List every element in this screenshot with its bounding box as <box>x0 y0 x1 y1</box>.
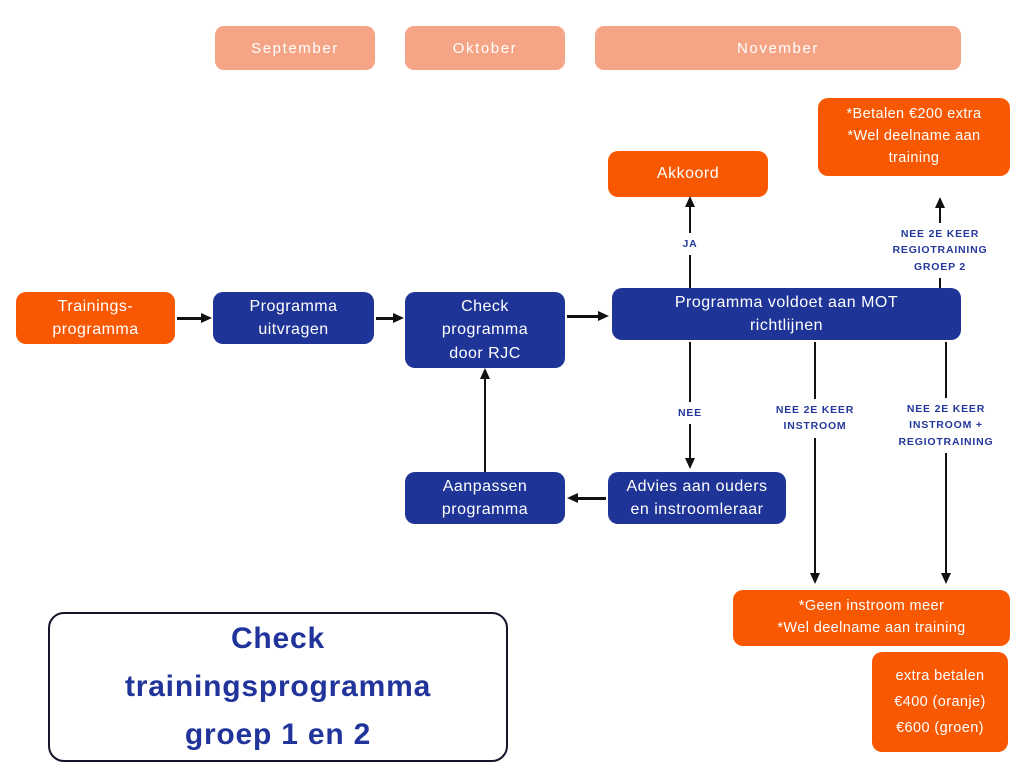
arrow-advies-to-aanpassen <box>577 497 606 500</box>
month-pill-november: November <box>595 26 961 70</box>
arrow-trainings-to-uitvragen <box>177 317 203 320</box>
node-programma-uitvragen: Programma uitvragen <box>213 292 374 344</box>
arrowhead-mot-to-akkoord <box>684 196 695 207</box>
arrow-mot-to-geen-instroom <box>813 342 817 574</box>
node-trainingsprogramma: Trainings- programma <box>16 292 175 344</box>
arrow-check-to-mot <box>567 315 600 318</box>
arrow-mot-to-geen-instroom-regio <box>944 342 948 574</box>
arrow-uitvragen-to-check <box>376 317 395 320</box>
arrowhead-advies-to-aanpassen <box>567 492 578 503</box>
arrow-mot-to-advies <box>688 342 692 459</box>
arrowhead-check-to-mot <box>598 310 609 321</box>
edge-label-nee: NEE <box>673 402 707 425</box>
node-check-programma-rjc: Check programma door RJC <box>405 292 565 368</box>
node-betalen-200-extra: *Betalen €200 extra *Wel deelname aan tr… <box>818 98 1010 176</box>
arrowhead-mot-to-betalen200 <box>934 197 945 208</box>
edge-label-nee2-instroom: NEE 2E KEER INSTROOM <box>770 399 860 438</box>
arrowhead-mot-to-geen-instroom <box>809 573 820 584</box>
month-pill-september: September <box>215 26 375 70</box>
node-advies-ouders-instroomleraar: Advies aan ouders en instroomleraar <box>608 472 786 524</box>
flow-title: Check trainingsprogramma groep 1 en 2 <box>48 612 508 762</box>
node-extra-betalen: extra betalen €400 (oranje) €600 (groen) <box>872 652 1008 752</box>
arrowhead-uitvragen-to-check <box>393 312 404 323</box>
arrowhead-aanpassen-to-check <box>479 368 490 379</box>
node-programma-voldoet-mot: Programma voldoet aan MOT richtlijnen <box>612 288 961 340</box>
arrowhead-trainings-to-uitvragen <box>201 312 212 323</box>
edge-label-nee2-instroom-regio: NEE 2E KEER INSTROOM + REGIOTRAINING <box>893 398 999 453</box>
edge-label-ja: JA <box>677 233 703 256</box>
node-akkoord: Akkoord <box>608 151 768 197</box>
arrowhead-mot-to-geen-instroom-regio <box>940 573 951 584</box>
month-pill-oktober: Oktober <box>405 26 565 70</box>
node-aanpassen-programma: Aanpassen programma <box>405 472 565 524</box>
arrowhead-mot-to-advies <box>684 458 695 469</box>
node-geen-instroom: *Geen instroom meer *Wel deelname aan tr… <box>733 590 1010 646</box>
arrow-aanpassen-to-check <box>483 378 487 472</box>
edge-label-nee2-regio-groep2: NEE 2E KEER REGIOTRAINING GROEP 2 <box>887 223 993 278</box>
